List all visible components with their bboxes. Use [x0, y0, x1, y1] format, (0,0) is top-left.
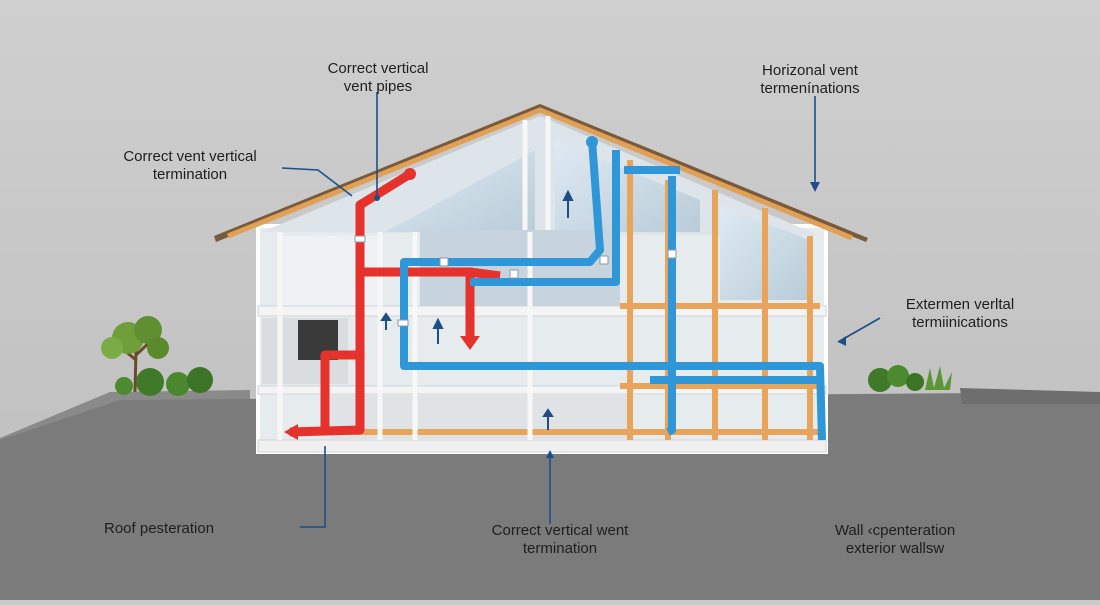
- red-arrow-left-icon: [284, 424, 298, 440]
- label-bottom-vertical-termination: Correct vertical went termination: [440, 522, 680, 558]
- label-line: termination: [152, 166, 228, 183]
- label-line: Correct vent vertical: [123, 148, 257, 165]
- house: [214, 104, 868, 454]
- label-exterior-vertical-terminations: Extermen verltal termiinications: [850, 296, 1070, 332]
- blue-vent-pipe: [400, 139, 826, 441]
- label-roof-penetration: Roof pesteration: [104, 520, 304, 538]
- label-line: Horizonal vent: [762, 62, 858, 79]
- red-vent-pipe: [289, 170, 501, 437]
- label-line: termination: [522, 540, 598, 557]
- label-line: Roof pesteration: [104, 520, 215, 537]
- flow-arrows: [380, 189, 574, 430]
- label-horizontal-vent-terminations: Horizonal vent termenínations: [700, 62, 920, 98]
- label-line: Correct vertical: [327, 60, 429, 77]
- label-vent-vertical-termination: Correct vent vertical termination: [70, 148, 310, 184]
- label-wall-penetration: Wall ‹cpenteration exterior wallsw: [770, 522, 1020, 558]
- label-line: exterior wallsw: [845, 540, 945, 557]
- red-arrow-down-icon: [460, 336, 480, 350]
- blue-vent-cap: [586, 136, 598, 148]
- leader-heads: [374, 182, 846, 458]
- label-line: termiinications: [912, 314, 1008, 331]
- label-vertical-vent-pipes: Correct vertical vent pipes: [268, 60, 488, 96]
- label-line: termenínations: [760, 80, 860, 97]
- tree-left: [101, 316, 213, 396]
- red-vent-cap: [404, 168, 416, 180]
- label-line: Extermen verltal: [905, 296, 1015, 313]
- pipe-fittings: [354, 235, 677, 327]
- label-line: Wall ‹cpenteration: [834, 522, 956, 539]
- label-line: Correct vertical went: [491, 522, 629, 539]
- ground-step: [960, 388, 1100, 404]
- bush-right: [868, 365, 952, 392]
- label-line: vent pipes: [343, 78, 413, 95]
